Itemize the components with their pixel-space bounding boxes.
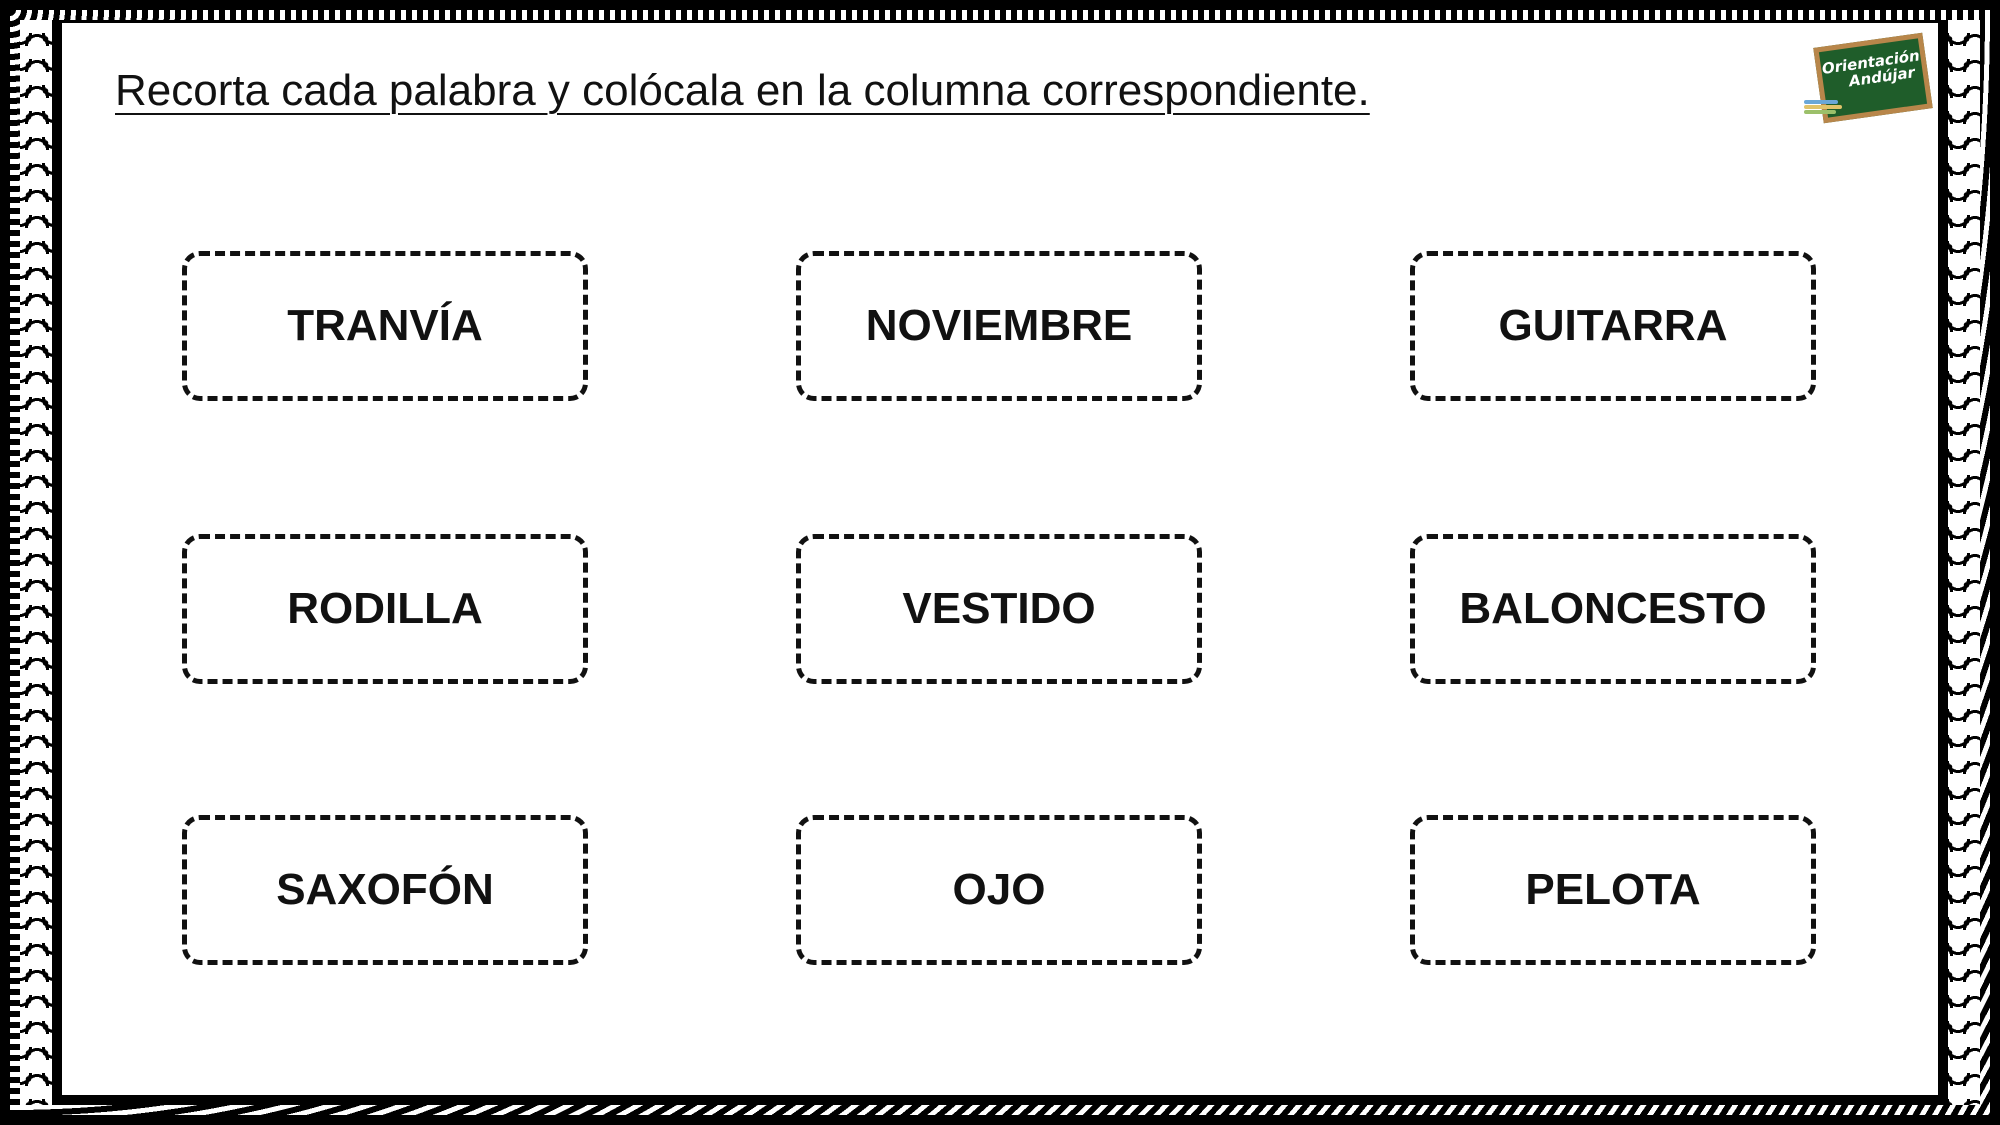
books-icon xyxy=(1804,100,1844,118)
word-card-guitarra[interactable]: GUITARRA xyxy=(1410,251,1816,401)
word-card-rodilla[interactable]: RODILLA xyxy=(182,534,588,684)
word-card-baloncesto[interactable]: BALONCESTO xyxy=(1410,534,1816,684)
instruction-text: Recorta cada palabra y colócala en la co… xyxy=(115,66,1370,115)
word-card-ojo[interactable]: OJO xyxy=(796,815,1202,965)
word-card-noviembre[interactable]: NOVIEMBRE xyxy=(796,251,1202,401)
word-card-pelota[interactable]: PELOTA xyxy=(1410,815,1816,965)
word-card-saxofon[interactable]: SAXOFÓN xyxy=(182,815,588,965)
word-card-vestido[interactable]: VESTIDO xyxy=(796,534,1202,684)
word-card-tranvia[interactable]: TRANVÍA xyxy=(182,251,588,401)
